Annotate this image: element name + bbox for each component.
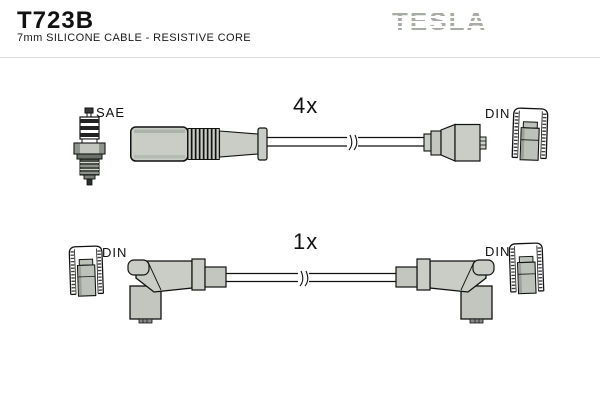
din-boot-icon <box>508 242 545 295</box>
bottom-cable-wire <box>225 269 397 287</box>
sae-label: SAE <box>96 105 126 120</box>
top-cable-wire <box>266 133 425 151</box>
din-boot-icon <box>68 245 105 297</box>
cone-connector-icon <box>423 123 487 162</box>
top-quantity-label: 4x <box>293 93 319 118</box>
header-separator-line <box>0 57 600 58</box>
din-label-bottom-right: DIN <box>485 244 511 259</box>
wire-break-icon <box>348 134 358 151</box>
tesla-logo: TESLA <box>392 8 502 36</box>
din-label-top-right: DIN <box>485 106 511 121</box>
din-label-bottom-left: DIN <box>102 245 128 260</box>
elbow-boot-icon <box>395 258 495 324</box>
straight-boot-icon <box>130 126 268 162</box>
spark-plug-icon <box>73 107 106 186</box>
product-subtitle: 7mm SILICONE CABLE - RESISTIVE CORE <box>17 32 252 44</box>
bottom-quantity-label: 1x <box>293 229 319 254</box>
wire-break-icon <box>299 270 309 287</box>
elbow-boot-icon <box>127 258 227 324</box>
din-boot-icon <box>511 107 549 161</box>
tesla-logo-stripes <box>392 8 502 36</box>
part-number: T723B <box>17 7 95 34</box>
